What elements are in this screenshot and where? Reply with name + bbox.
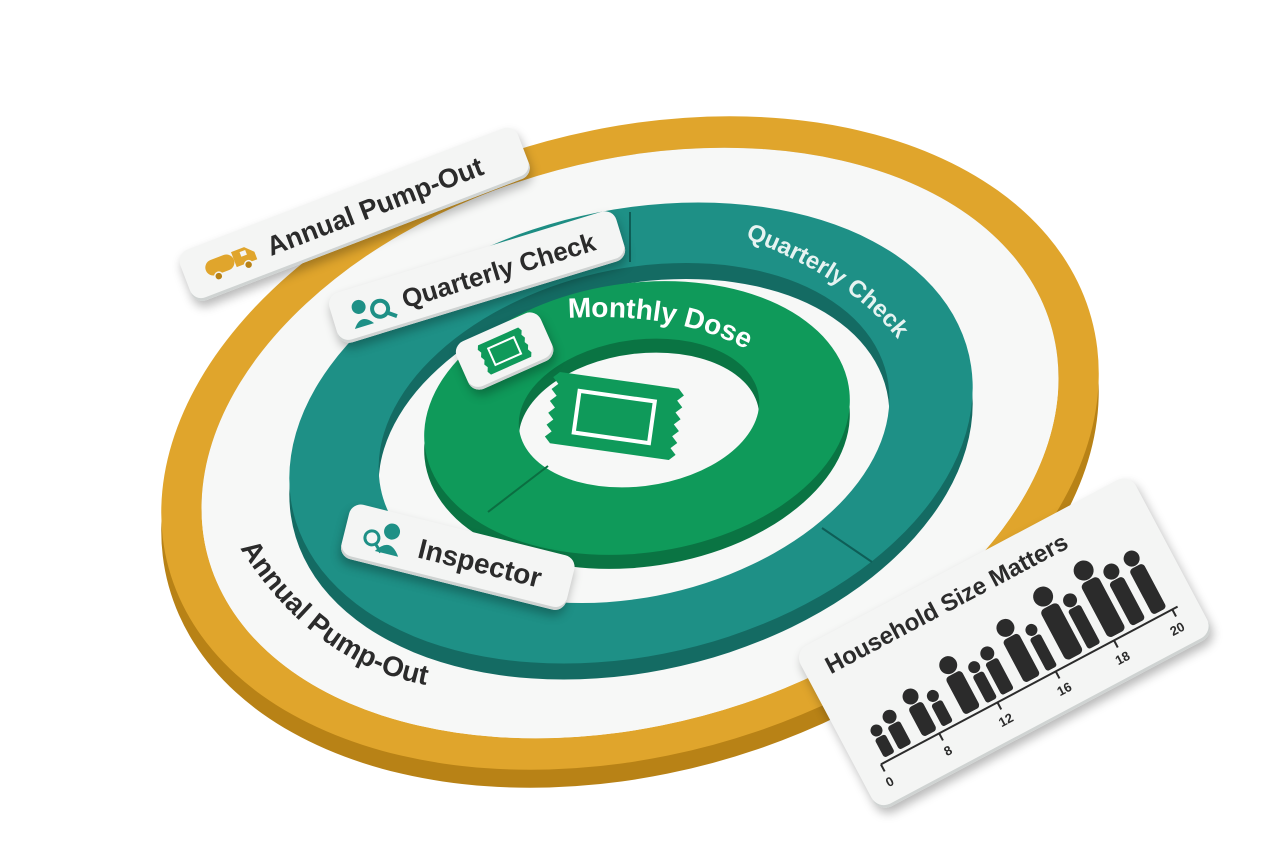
scale-label-16: 16	[1054, 678, 1075, 699]
scale-label-12: 12	[996, 709, 1016, 730]
scale-label-8: 8	[941, 742, 955, 760]
quarterly-ring-top	[289, 202, 973, 664]
monthly-dose-card	[452, 308, 558, 394]
quarterly-check-card: Quarterly Check	[326, 208, 629, 346]
family-icon	[870, 550, 1166, 757]
annual-pumpout-card: Annual Pump-Out	[176, 124, 534, 305]
packet-icon	[477, 327, 532, 375]
center-packet-icon	[544, 372, 684, 461]
quarterly-ring	[289, 202, 973, 680]
scale-label-20: 20	[1167, 618, 1188, 639]
inspector-icon	[351, 298, 398, 329]
quarterly-divider-bottom	[821, 527, 873, 563]
monthly-divider	[487, 465, 549, 513]
inspector-icon	[363, 523, 401, 557]
truck-icon	[205, 247, 258, 281]
household-scale-axis	[880, 605, 1179, 772]
scale-label-0: 0	[883, 773, 897, 791]
scale-label-18: 18	[1112, 647, 1133, 669]
inspector-card: Inspector	[338, 502, 578, 613]
household-size-card: Household Size Matters	[794, 473, 1215, 813]
